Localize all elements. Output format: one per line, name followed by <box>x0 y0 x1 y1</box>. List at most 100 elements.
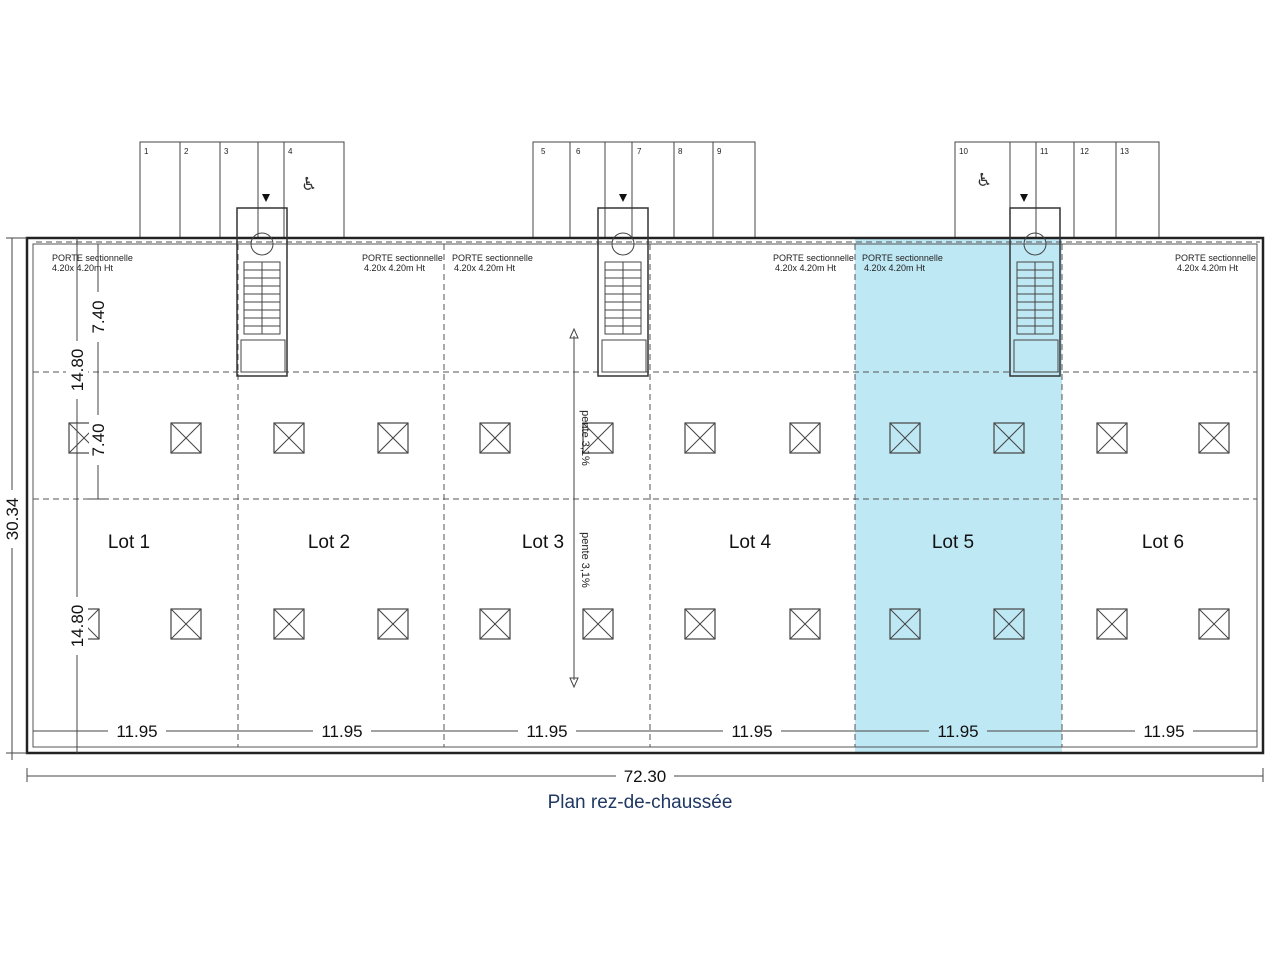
parking-space-number: 8 <box>678 147 683 156</box>
lot-label: Lot 6 <box>1142 532 1184 553</box>
column-icon <box>170 422 202 454</box>
column-icon <box>1198 422 1230 454</box>
lot-dividers <box>237 244 1063 747</box>
svg-text:7.40: 7.40 <box>89 423 108 456</box>
door-label: PORTE sectionnelle 4.20x 4.20m Ht <box>452 253 533 273</box>
column-icon <box>889 422 921 454</box>
plan-caption: Plan rez-de-chaussée <box>547 792 733 813</box>
parking-space-number: 5 <box>541 147 546 156</box>
parking-space-number: 6 <box>576 147 581 156</box>
svg-text:4.20x 4.20m Ht: 4.20x 4.20m Ht <box>454 263 516 273</box>
parking-group-2: 5 6 7 8 9 <box>532 141 756 239</box>
svg-text:11.95: 11.95 <box>526 722 567 741</box>
svg-text:PORTE sectionnelle: PORTE sectionnelle <box>452 253 533 263</box>
lot-width-dimension: 11.95 <box>929 720 987 741</box>
door-label: PORTE sectionnelle 4.20x 4.20m Ht <box>362 253 443 273</box>
door-label: PORTE sectionnelle 4.20x 4.20m Ht <box>52 253 133 273</box>
door-label: PORTE sectionnelle 4.20x 4.20m Ht <box>1175 253 1256 273</box>
lot-label: Lot 5 <box>932 532 974 553</box>
depth-dimension: 14.80 <box>66 341 88 399</box>
svg-text:14.80: 14.80 <box>68 605 87 648</box>
stair-core-2 <box>597 194 649 377</box>
lot-width-dimension: 11.95 <box>723 720 781 741</box>
column-icon <box>789 608 821 640</box>
svg-text:11.95: 11.95 <box>731 722 772 741</box>
parking-space-number: 13 <box>1120 147 1129 156</box>
entrance-arrow-icon <box>619 194 627 202</box>
parking-space-number: 1 <box>144 147 149 156</box>
entrance-arrow-icon <box>262 194 270 202</box>
parking-space-number: 12 <box>1080 147 1089 156</box>
lot-width-dimension: 11.95 <box>518 720 576 741</box>
column-icon <box>377 422 409 454</box>
slope-label: pente 3,1% <box>579 532 591 588</box>
svg-text:72.30: 72.30 <box>624 767 667 786</box>
svg-text:4.20x 4.20m Ht: 4.20x 4.20m Ht <box>864 263 926 273</box>
building-outer-wall <box>25 236 1265 755</box>
wheelchair-icon: ♿ <box>301 174 317 195</box>
parking-group-3: 10 11 12 13 ♿ <box>954 141 1160 239</box>
column-icon <box>1198 608 1230 640</box>
depth-dimension: 7.40 <box>89 292 109 342</box>
svg-text:PORTE sectionnelle: PORTE sectionnelle <box>52 253 133 263</box>
column-icon <box>582 422 614 454</box>
structural-columns <box>68 422 1230 640</box>
svg-text:11.95: 11.95 <box>1143 722 1184 741</box>
column-icon <box>684 608 716 640</box>
entrance-arrow-icon <box>1020 194 1028 202</box>
svg-text:14.80: 14.80 <box>68 349 87 392</box>
column-icon <box>479 422 511 454</box>
svg-text:4.20x 4.20m Ht: 4.20x 4.20m Ht <box>1177 263 1239 273</box>
column-icon <box>993 422 1025 454</box>
depth-dimension: 7.40 <box>89 415 109 465</box>
parking-space-number: 2 <box>184 147 189 156</box>
svg-text:7.40: 7.40 <box>89 300 108 333</box>
stair-core-3 <box>1009 194 1061 377</box>
svg-text:PORTE sectionnelle: PORTE sectionnelle <box>1175 253 1256 263</box>
svg-text:11.95: 11.95 <box>937 722 978 741</box>
depth-dimension: 14.80 <box>66 597 88 655</box>
svg-text:11.95: 11.95 <box>116 722 157 741</box>
lot-width-dimension: 11.95 <box>108 720 166 741</box>
slope-label: pente 3,1% <box>579 410 591 466</box>
lot-width-dimension: 11.95 <box>313 720 371 741</box>
svg-text:11.95: 11.95 <box>321 722 362 741</box>
lot-label: Lot 4 <box>729 532 772 553</box>
parking-space-number: 11 <box>1040 147 1049 156</box>
column-icon <box>1096 422 1128 454</box>
column-icon <box>1096 608 1128 640</box>
svg-text:PORTE sectionnelle: PORTE sectionnelle <box>862 253 943 263</box>
parking-group-1: 1 2 3 4 ♿ <box>139 141 345 239</box>
column-icon <box>170 608 202 640</box>
total-width-dimension: 72.30 <box>616 766 674 786</box>
column-icon <box>889 608 921 640</box>
svg-text:4.20x 4.20m Ht: 4.20x 4.20m Ht <box>52 263 114 273</box>
wheelchair-icon: ♿ <box>976 170 992 191</box>
lot-width-dimension: 11.95 <box>1135 720 1193 741</box>
parking-space-number: 10 <box>959 147 968 156</box>
column-icon <box>479 608 511 640</box>
svg-text:PORTE sectionnelle: PORTE sectionnelle <box>362 253 443 263</box>
total-depth-dimension: 30.34 <box>2 490 22 548</box>
column-icon <box>377 608 409 640</box>
door-label: PORTE sectionnelle 4.20x 4.20m Ht <box>773 253 854 273</box>
svg-text:30.34: 30.34 <box>3 498 22 541</box>
parking-space-number: 4 <box>288 147 293 156</box>
door-label: PORTE sectionnelle 4.20x 4.20m Ht <box>862 253 943 273</box>
slope-arrow: pente 3,1% pente 3,1% <box>569 327 591 689</box>
column-icon <box>273 422 305 454</box>
svg-text:4.20x 4.20m Ht: 4.20x 4.20m Ht <box>364 263 426 273</box>
column-icon <box>993 608 1025 640</box>
svg-text:PORTE sectionnelle: PORTE sectionnelle <box>773 253 854 263</box>
stair-core-1 <box>236 194 288 377</box>
lot-5-highlight <box>855 238 1062 753</box>
column-icon <box>273 608 305 640</box>
building-inner-wall <box>32 243 1258 748</box>
column-icon <box>789 422 821 454</box>
lot-label: Lot 3 <box>522 532 564 553</box>
column-icon <box>582 608 614 640</box>
parking-space-number: 3 <box>224 147 229 156</box>
svg-text:4.20x 4.20m Ht: 4.20x 4.20m Ht <box>775 263 837 273</box>
lot-label: Lot 1 <box>108 532 150 553</box>
